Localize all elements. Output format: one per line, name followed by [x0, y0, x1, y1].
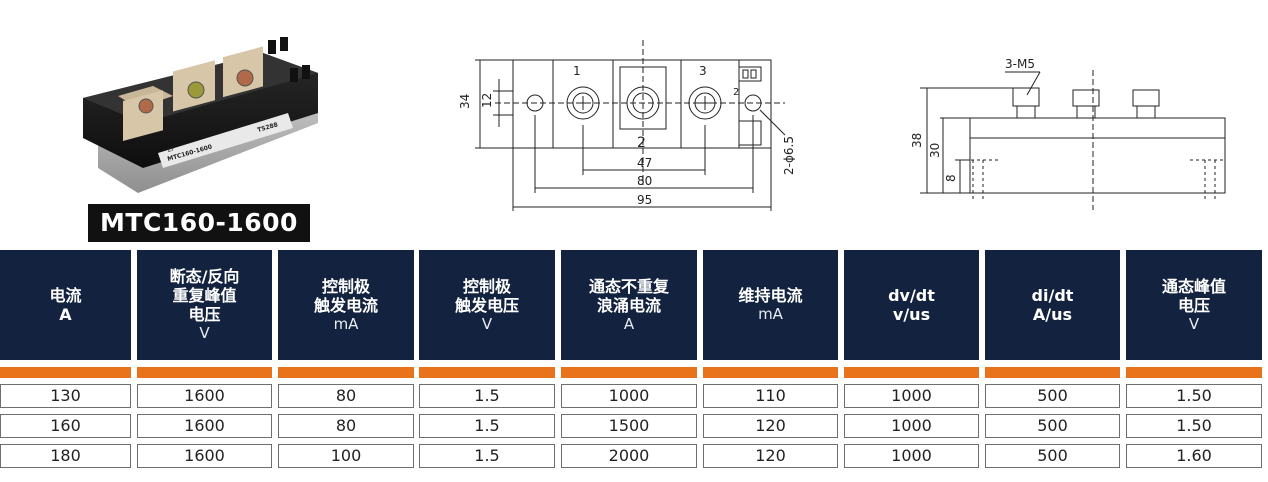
header-stripe [419, 367, 555, 378]
dim-8: 8 [944, 174, 958, 182]
terminal-1 [118, 86, 173, 141]
dim-95: 95 [637, 193, 652, 207]
product-photo: ZF MTC160-1600 TS288 [83, 37, 318, 193]
header-unit: A/us [1032, 305, 1073, 324]
header-unit: V [199, 324, 210, 342]
header-label: 控制极 [462, 276, 511, 296]
table-cell: 1000 [844, 384, 979, 408]
table-cell: 1.60 [1126, 444, 1262, 468]
side-view-drawing: 3-M5 38 30 8 [910, 57, 1226, 210]
header-label: 重复峰值 [172, 286, 237, 305]
dim-30: 30 [928, 143, 942, 158]
table-cell: 80 [278, 384, 414, 408]
terminal-label-3: 3 [699, 64, 707, 78]
dim-34: 34 [458, 94, 472, 109]
header-unit: v/us [892, 305, 931, 324]
table-cell: 120 [703, 414, 838, 438]
table-cell: 110 [703, 384, 838, 408]
terminal-label-2: 2 [637, 135, 646, 151]
header-label: 通态峰值 [1161, 276, 1226, 296]
table-cell: 120 [703, 444, 838, 468]
hole-spec: 2-ϕ6.5 [782, 136, 795, 175]
table-cell: 1000 [844, 414, 979, 438]
table-cell: 2000 [561, 444, 697, 468]
header-stripe [703, 367, 838, 378]
header-label: 电流 [49, 286, 82, 305]
table-cell: 1600 [137, 444, 272, 468]
table-cell: 80 [278, 414, 414, 438]
terminal-label-1: 1 [573, 64, 581, 78]
table-cell: 1500 [561, 414, 697, 438]
table-cell: 180 [0, 444, 131, 468]
table-cell: 1.50 [1126, 384, 1262, 408]
model-title: MTC160-1600 [88, 204, 310, 242]
table-cell: 1.5 [419, 384, 555, 408]
header-label: 控制极 [321, 276, 370, 296]
header-unit: A [59, 305, 72, 324]
header-label: 维持电流 [738, 286, 803, 305]
table-cell: 500 [985, 414, 1120, 438]
header-label: 电压 [1177, 295, 1210, 315]
table-cell: 500 [985, 444, 1120, 468]
table-cell: 1600 [137, 384, 272, 408]
dim-12: 12 [480, 93, 494, 108]
header-unit: V [1188, 314, 1200, 333]
dim-80: 80 [637, 174, 652, 188]
table-cell: 1600 [137, 414, 272, 438]
screw-spec: 3-M5 [1005, 57, 1035, 71]
header-stripe [1126, 367, 1262, 378]
table-cell: 1000 [844, 444, 979, 468]
top-view-drawing: 1 2 3 2 34 12 47 80 95 2-ϕ6.5 [458, 40, 795, 211]
dim-47: 47 [637, 156, 652, 170]
header-unit: V [481, 314, 493, 333]
label-logo: ZF [167, 145, 177, 154]
header-stripe [137, 367, 272, 378]
table-cell: 130 [0, 384, 131, 408]
header-stripe [561, 367, 697, 378]
header-stripe [0, 367, 131, 378]
table-cell: 1.5 [419, 444, 555, 468]
header-label: di/dt [1031, 286, 1074, 305]
header-label: 断态/反向 [169, 267, 240, 286]
table-cell: 500 [985, 384, 1120, 408]
terminal-2 [173, 60, 215, 112]
header-label: dv/dt [888, 286, 935, 305]
table-cell: 100 [278, 444, 414, 468]
gate-mark: 2 [733, 87, 739, 98]
header-label: 触发电压 [454, 295, 519, 315]
header-unit: A [623, 314, 635, 333]
header-stripe [985, 367, 1120, 378]
terminal-3 [223, 46, 263, 98]
header-label: 通态不重复 [588, 276, 669, 296]
dim-38: 38 [910, 133, 924, 148]
header-unit: mA [333, 314, 359, 333]
table-cell: 160 [0, 414, 131, 438]
table-cell: 1.5 [419, 414, 555, 438]
header-unit: mA [758, 305, 783, 323]
header-label: 浪涌电流 [596, 295, 661, 315]
header-label: 触发电流 [313, 295, 378, 315]
header-stripe [278, 367, 414, 378]
header-stripe [844, 367, 979, 378]
table-cell: 1000 [561, 384, 697, 408]
header-label: 电压 [188, 305, 221, 324]
table-cell: 1.50 [1126, 414, 1262, 438]
